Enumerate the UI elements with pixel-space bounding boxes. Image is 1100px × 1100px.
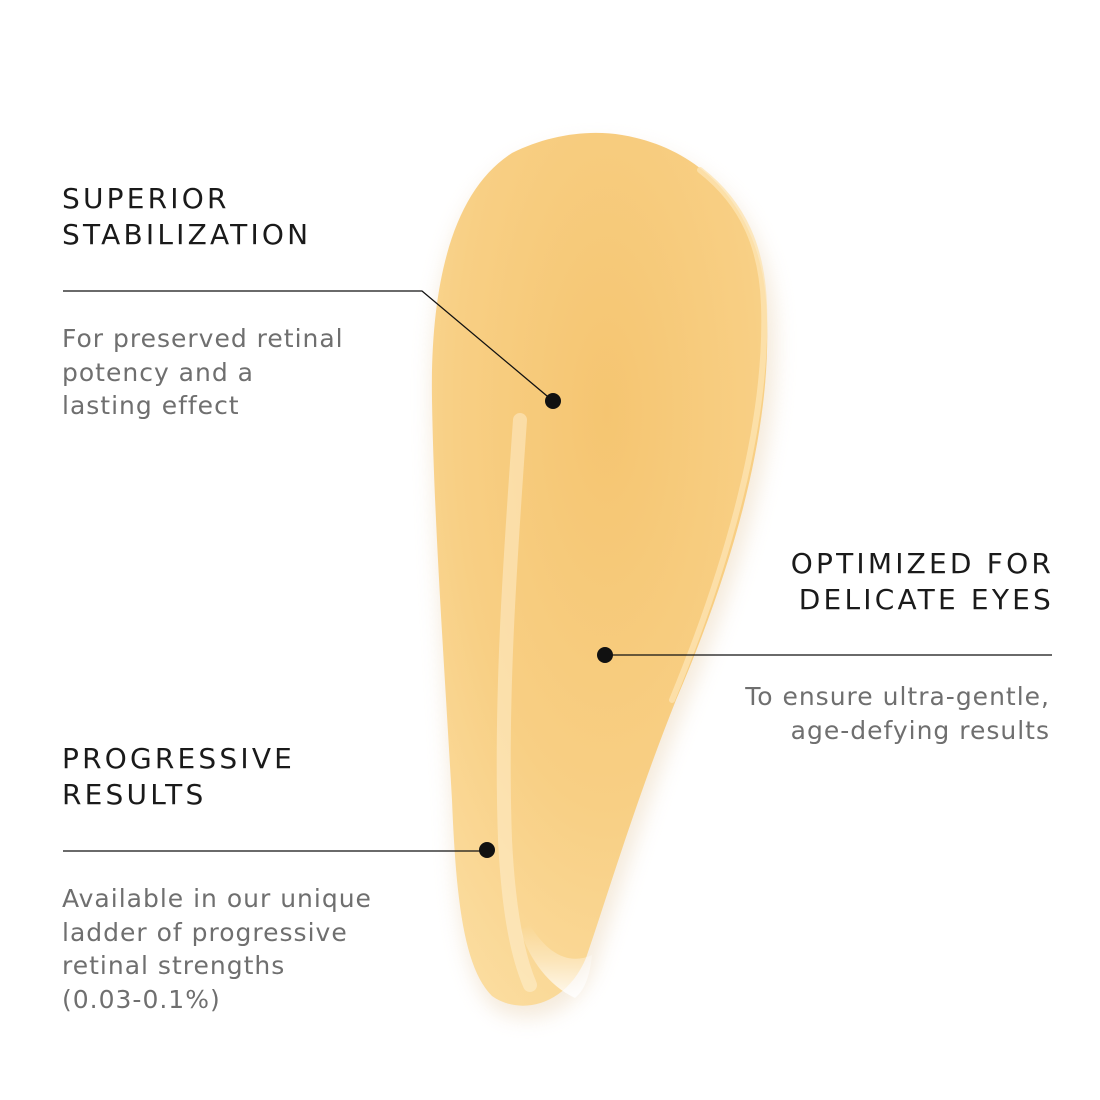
- heading-line: DELICATE EYES: [798, 583, 1054, 616]
- description-line: ladder of progressive: [62, 917, 348, 947]
- description-line: age-defying results: [790, 715, 1050, 745]
- callout-heading-delicate-eyes: OPTIMIZED FOR DELICATE EYES: [791, 546, 1054, 618]
- heading-line: PROGRESSIVE: [62, 742, 296, 775]
- swatch-rim-highlight: [669, 167, 768, 703]
- description-line: To ensure ultra-gentle,: [745, 682, 1050, 711]
- callout-dot-delicate-eyes: [597, 647, 613, 663]
- callout-description-stabilization: For preserved retinal potency and a last…: [62, 322, 344, 423]
- heading-line: STABILIZATION: [62, 218, 312, 251]
- description-line: For preserved retinal: [62, 324, 344, 353]
- callout-dot-progressive: [479, 842, 495, 858]
- callout-dot-stabilization: [545, 393, 561, 409]
- description-line: potency and a: [62, 357, 254, 387]
- description-line: Available in our unique: [62, 884, 372, 913]
- description-line: lasting effect: [62, 391, 240, 420]
- heading-line: RESULTS: [62, 778, 207, 811]
- cream-swatch: [431, 132, 768, 1006]
- callout-heading-stabilization: SUPERIOR STABILIZATION: [62, 181, 311, 253]
- description-line: retinal strengths: [62, 951, 286, 980]
- callout-heading-progressive: PROGRESSIVE RESULTS: [62, 741, 295, 813]
- description-line: (0.03-0.1%): [62, 984, 221, 1014]
- callout-line-stabilization: [63, 290, 554, 402]
- callout-description-progressive: Available in our unique ladder of progre…: [62, 882, 372, 1016]
- heading-line: OPTIMIZED FOR: [790, 547, 1054, 580]
- swatch-gloss-tip: [520, 925, 592, 998]
- heading-line: SUPERIOR: [62, 182, 230, 215]
- callout-description-delicate-eyes: To ensure ultra-gentle, age-defying resu…: [745, 680, 1050, 747]
- swatch-streak: [496, 413, 537, 992]
